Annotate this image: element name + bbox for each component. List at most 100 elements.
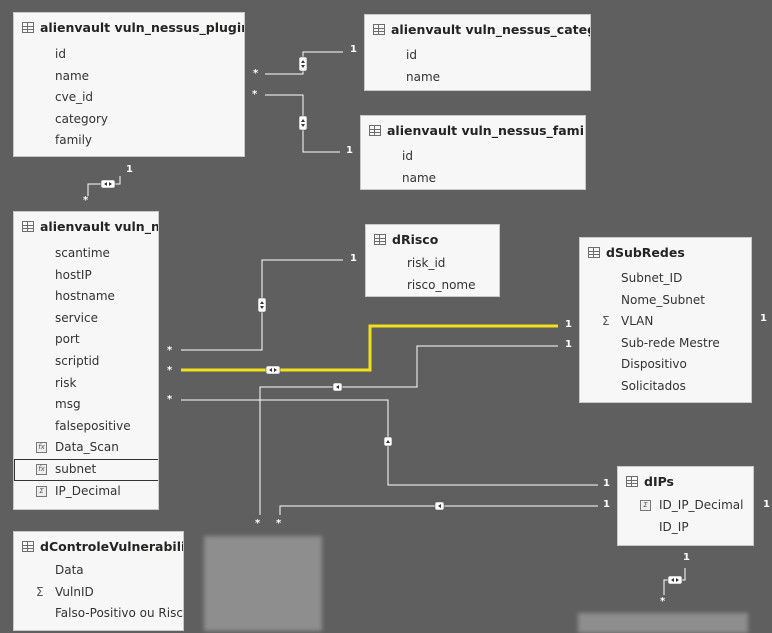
card-label: 1	[603, 478, 610, 489]
field-item[interactable]: hostname	[55, 289, 115, 304]
card-label: *	[167, 394, 173, 405]
table-header[interactable]: dSubRedes	[580, 238, 751, 266]
field-item[interactable]: category	[55, 111, 109, 126]
field-label: Data_Scan	[55, 440, 119, 455]
card-label: 1	[346, 145, 353, 156]
field-item[interactable]: service	[55, 310, 98, 325]
field-item[interactable]: Solicitados	[621, 378, 686, 393]
card-label: 1	[603, 499, 610, 510]
blurred-table	[204, 536, 322, 631]
card-label: *	[276, 518, 282, 529]
field-item[interactable]: scriptid	[55, 353, 100, 368]
field-item[interactable]: Σ ID_IP_Decimal	[640, 495, 753, 517]
card-label: *	[253, 68, 259, 79]
field-item[interactable]: msg	[55, 397, 81, 412]
field-item-selected[interactable]: fx subnet	[14, 458, 158, 481]
field-item[interactable]: name	[55, 68, 90, 83]
field-item[interactable]: Σ VLAN	[602, 311, 751, 333]
card-label: 1	[350, 253, 357, 264]
table-header[interactable]: dIPs	[618, 467, 753, 495]
blurred-table	[578, 613, 748, 633]
field-item[interactable]: risk	[55, 375, 77, 390]
field-item[interactable]: id	[406, 48, 417, 62]
card-label: *	[252, 89, 258, 100]
card-label: 1	[565, 339, 572, 350]
field-label: ID_IP_Decimal	[659, 498, 744, 512]
card-label: *	[83, 195, 89, 206]
field-item[interactable]: risco_nome	[407, 277, 476, 292]
table-icon	[22, 21, 34, 33]
table-title: dControleVulnerabilidades	[40, 538, 183, 554]
field-item[interactable]: Dispositivo	[621, 357, 687, 372]
field-label: VLAN	[621, 314, 654, 329]
field-item[interactable]: id	[55, 47, 66, 61]
card-label: 1	[565, 319, 572, 330]
field-item[interactable]: fx Data_Scan	[36, 437, 158, 459]
table-card[interactable]: dIPs Σ ID_IP_Decimal ID_IP	[617, 466, 754, 546]
table-card[interactable]: alienvault vuln_nessus scantime hostIP h…	[13, 211, 159, 510]
field-label: IP_Decimal	[55, 483, 121, 498]
field-item[interactable]: Falso-Positivo ou Risco Aceito	[55, 606, 183, 621]
field-item[interactable]: family	[55, 133, 93, 148]
card-label: 1	[350, 44, 357, 55]
field-item[interactable]: scantime	[55, 246, 110, 260]
table-icon	[369, 124, 381, 136]
table-icon	[374, 233, 386, 245]
table-title: dRisco	[392, 231, 439, 247]
field-item[interactable]: Subnet_ID	[621, 271, 683, 285]
field-item[interactable]: port	[55, 332, 80, 347]
field-item[interactable]: Σ VulnID	[36, 582, 183, 604]
field-item[interactable]: id	[402, 149, 413, 163]
table-title: dIPs	[644, 473, 674, 489]
table-title: dSubRedes	[606, 244, 685, 260]
column-sum-icon: Σ	[640, 500, 651, 511]
card-label: *	[660, 596, 666, 607]
field-item[interactable]: name	[406, 69, 441, 84]
table-title: alienvault vuln_nessus_family	[387, 122, 586, 138]
table-card[interactable]: alienvault vuln_nessus_plugins id name c…	[13, 12, 245, 157]
field-item[interactable]: hostIP	[55, 267, 92, 282]
field-item[interactable]: name	[402, 170, 437, 185]
rel-ip-dips	[279, 505, 598, 515]
field-item[interactable]: ID_IP	[659, 519, 689, 534]
field-item[interactable]: Nome_Subnet	[621, 292, 705, 307]
field-label: subnet	[55, 461, 97, 476]
sigma-icon: Σ	[602, 314, 610, 329]
card-label: 1	[126, 164, 133, 175]
card-label: 1	[760, 313, 767, 324]
card-label: 1	[763, 499, 770, 510]
sigma-icon: Σ	[36, 584, 44, 599]
table-card[interactable]: alienvault vuln_nessus_category id name	[364, 14, 591, 91]
calculated-column-icon: fx	[36, 463, 47, 475]
rel-scriptid-subredes	[181, 324, 558, 372]
table-header[interactable]: alienvault vuln_nessus_plugins	[14, 13, 244, 41]
table-title: alienvault vuln_nessus_category	[391, 21, 590, 37]
table-title: alienvault vuln_nessus	[40, 218, 159, 234]
calculated-column-icon: fx	[36, 442, 47, 454]
field-item[interactable]: cve_id	[55, 90, 94, 105]
field-item[interactable]: risk_id	[407, 256, 446, 270]
table-icon	[373, 23, 385, 35]
field-item[interactable]: Σ IP_Decimal	[36, 481, 158, 503]
table-icon	[22, 540, 34, 552]
table-header[interactable]: alienvault vuln_nessus_category	[365, 15, 590, 43]
field-item[interactable]: Sub-rede Mestre	[621, 335, 720, 350]
table-icon	[626, 475, 638, 487]
table-card[interactable]: alienvault vuln_nessus_family id name	[360, 115, 586, 190]
card-label: 1	[683, 552, 690, 563]
table-card[interactable]: dRisco risk_id risco_nome	[365, 224, 500, 297]
table-card[interactable]: dControleVulnerabilidades Data Σ VulnID …	[13, 531, 184, 631]
table-title: alienvault vuln_nessus_plugins	[40, 19, 245, 35]
table-card[interactable]: dSubRedes Subnet_ID Nome_Subnet Σ VLAN S…	[579, 237, 752, 403]
field-item[interactable]: Data	[55, 563, 84, 577]
table-header[interactable]: dRisco	[366, 225, 499, 253]
table-header[interactable]: alienvault vuln_nessus_family	[361, 116, 585, 144]
card-label: *	[255, 518, 261, 529]
column-sum-icon: Σ	[36, 485, 47, 497]
table-icon	[588, 246, 600, 258]
field-label: VulnID	[55, 584, 94, 599]
table-header[interactable]: alienvault vuln_nessus	[14, 212, 158, 240]
field-item[interactable]: falsepositive	[55, 418, 131, 433]
table-header[interactable]: dControleVulnerabilidades	[14, 532, 183, 560]
